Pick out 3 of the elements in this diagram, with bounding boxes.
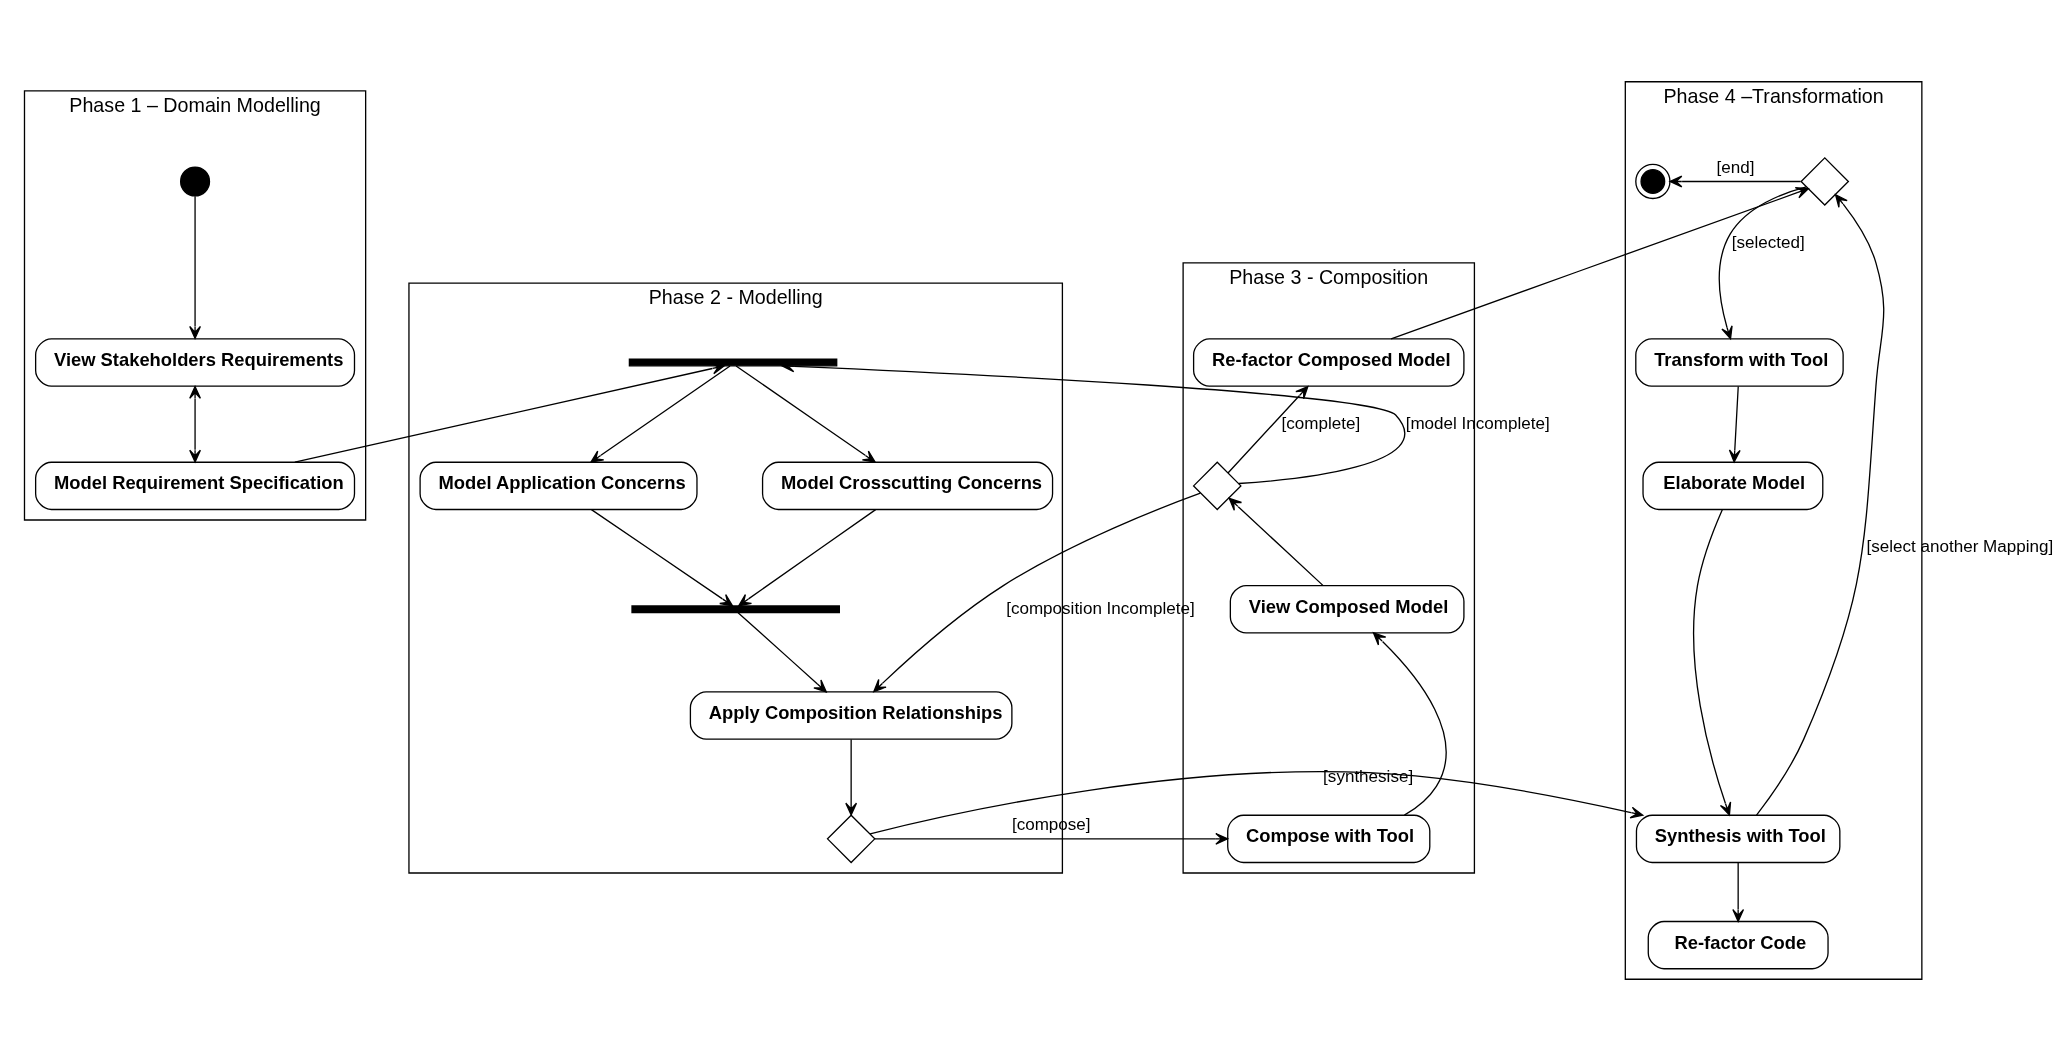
edge-label: [end] [1716,157,1755,177]
edge-label: [complete] [1281,413,1361,433]
edge-label: [selected] [1731,232,1805,252]
